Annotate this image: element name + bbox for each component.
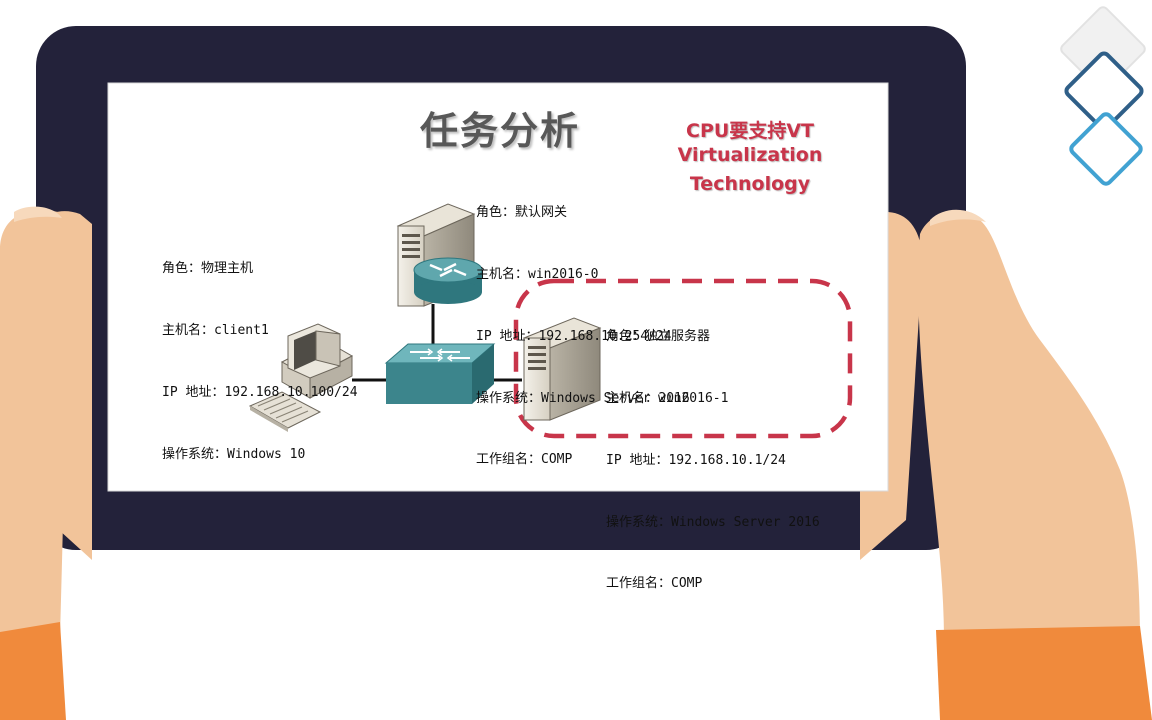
gateway-os: 操作系统：Windows Server 2016 bbox=[476, 390, 690, 406]
server-icon bbox=[522, 317, 602, 421]
server-workgroup: 工作组名：COMP bbox=[606, 576, 703, 592]
client-info: 角色：物理主机 主机名：client1 IP 地址：192.168.10.100… bbox=[162, 218, 358, 506]
diamond-icon bbox=[1069, 112, 1143, 186]
router-icon bbox=[413, 257, 483, 304]
hand-icon bbox=[0, 206, 93, 720]
gateway-ip: IP 地址：192.168.10.254/24 bbox=[476, 328, 672, 344]
gateway-hostname: 主机名：win2016-0 bbox=[476, 266, 599, 282]
server-info: 角色：独立服务器 主机名：win2016-1 IP 地址：192.168.10.… bbox=[606, 286, 820, 636]
slide-title: 任务分析 bbox=[419, 109, 580, 153]
vt-note-line-1: CPU要支持VT bbox=[686, 120, 814, 142]
gateway-info: 角色：默认网关 主机名：win2016-0 IP 地址：192.168.10.2… bbox=[476, 162, 690, 512]
client-role: 角色：物理主机 bbox=[162, 261, 254, 277]
gateway-workgroup: 工作组名：COMP bbox=[476, 452, 573, 468]
keyboard-icon bbox=[248, 391, 322, 432]
diamond-icon bbox=[1064, 51, 1144, 131]
vt-note-line-2: Virtualization bbox=[677, 144, 823, 166]
client-hostname: 主机名：client1 bbox=[162, 322, 269, 338]
workstation-icon bbox=[280, 323, 354, 399]
client-ip: IP 地址：192.168.10.100/24 bbox=[162, 384, 358, 400]
gateway-role: 角色：默认网关 bbox=[476, 205, 568, 221]
server-ip: IP 地址：192.168.10.1/24 bbox=[606, 452, 786, 468]
switch-icon bbox=[384, 343, 496, 404]
server-os: 操作系统：Windows Server 2016 bbox=[606, 514, 820, 530]
server-role: 角色：独立服务器 bbox=[606, 329, 711, 345]
server-highlight-box bbox=[513, 278, 853, 439]
client-os: 操作系统：Windows 10 bbox=[162, 446, 306, 462]
hand-icon bbox=[860, 209, 1152, 720]
vt-note-line-3: Technology bbox=[689, 173, 811, 195]
tablet-screen bbox=[107, 82, 889, 492]
diamond-icon-group bbox=[1060, 6, 1146, 186]
server-hostname: 主机名：win2016-1 bbox=[606, 390, 729, 406]
